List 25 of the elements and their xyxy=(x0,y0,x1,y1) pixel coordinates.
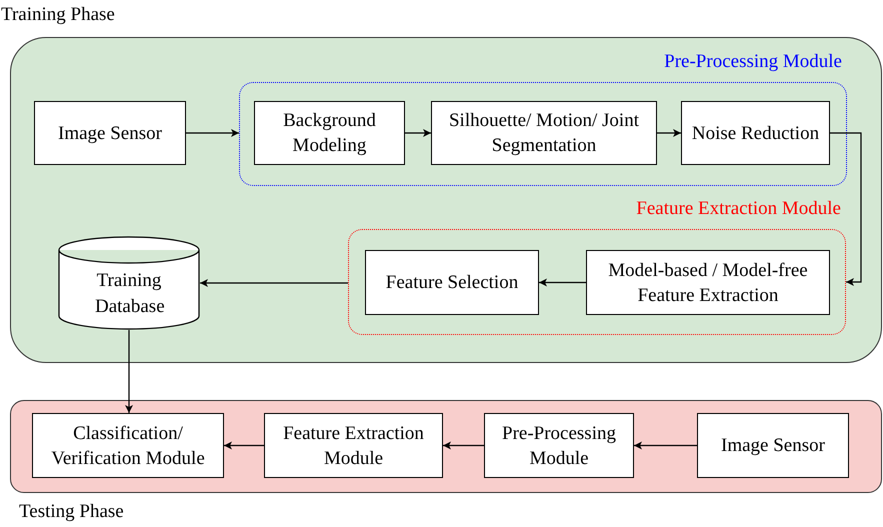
arrow xyxy=(657,129,681,137)
arrow xyxy=(443,442,484,450)
module-heading: Feature Extraction Module xyxy=(636,199,841,218)
process-box: Pre-Processing Module xyxy=(484,413,634,478)
arrow xyxy=(539,278,586,286)
process-box: Feature Extraction Module xyxy=(264,413,443,478)
process-box: Silhouette/ Motion/ Joint Segmentation xyxy=(431,101,657,165)
arrow xyxy=(405,129,431,137)
arrow xyxy=(830,132,862,286)
process-box: Feature Selection xyxy=(365,250,539,315)
phase-heading: Training Phase xyxy=(1,5,115,24)
arrow xyxy=(634,442,697,450)
node-label: Training Database xyxy=(94,269,166,319)
module-heading: Pre-Processing Module xyxy=(664,52,842,71)
phase-heading: Testing Phase xyxy=(19,502,124,521)
process-box: Classification/ Verification Module xyxy=(32,413,224,478)
arrow xyxy=(200,279,348,287)
process-box: Image Sensor xyxy=(697,413,849,478)
arrow xyxy=(125,330,133,413)
arrow xyxy=(186,129,239,137)
process-box: Background Modeling xyxy=(254,101,405,165)
process-box: Image Sensor xyxy=(34,101,186,165)
process-box: Noise Reduction xyxy=(681,101,830,165)
process-box: Model-based / Model-free Feature Extraction xyxy=(586,250,830,315)
arrow xyxy=(224,442,264,450)
